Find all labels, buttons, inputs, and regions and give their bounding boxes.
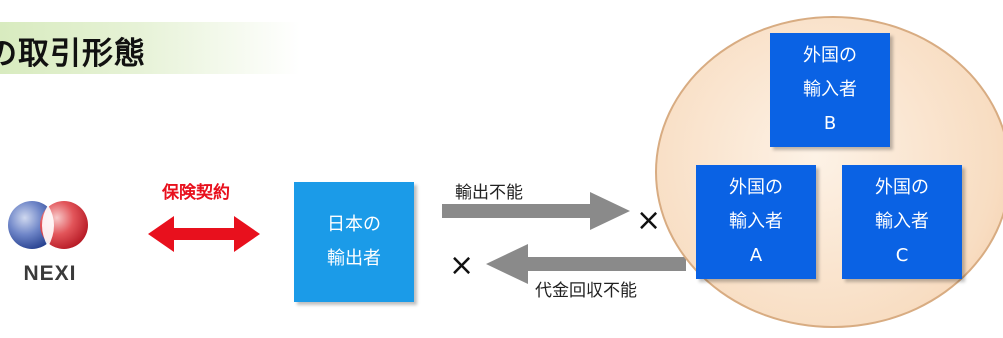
exporter-box: 日本の 輸出者 — [294, 182, 414, 302]
header-band — [0, 22, 300, 74]
page-title: の取引形態 — [0, 36, 146, 72]
exporter-line2: 輸出者 — [327, 248, 381, 269]
importer-line2: 輸入者 — [803, 79, 857, 100]
nexi-logo-text: NEXI — [23, 262, 77, 285]
arrow-icon — [486, 244, 686, 284]
importer-box-b: 外国の 輸入者 B — [770, 33, 890, 147]
importer-letter: A — [749, 245, 763, 266]
export-failure-label: 輸出不能 — [455, 183, 523, 203]
importer-line1: 外国の — [875, 177, 929, 198]
nexi-logo-icon — [8, 201, 88, 249]
double-arrow-icon — [148, 216, 260, 252]
importer-line2: 輸入者 — [875, 211, 929, 232]
importer-box-c: 外国の 輸入者 C — [842, 165, 962, 279]
cross-mark-icon: × — [449, 248, 475, 283]
importer-letter: B — [823, 113, 837, 134]
arrow-icon — [442, 192, 630, 230]
importer-box-a: 外国の 輸入者 A — [696, 165, 816, 279]
insurance-contract-label: 保険契約 — [162, 183, 230, 203]
exporter-line1: 日本の — [327, 214, 381, 235]
importer-letter: C — [895, 245, 909, 266]
payment-failure-label: 代金回収不能 — [535, 281, 637, 301]
cross-mark-icon: × — [636, 203, 662, 238]
importer-line2: 輸入者 — [729, 211, 783, 232]
importer-line1: 外国の — [803, 45, 857, 66]
importer-line1: 外国の — [729, 177, 783, 198]
